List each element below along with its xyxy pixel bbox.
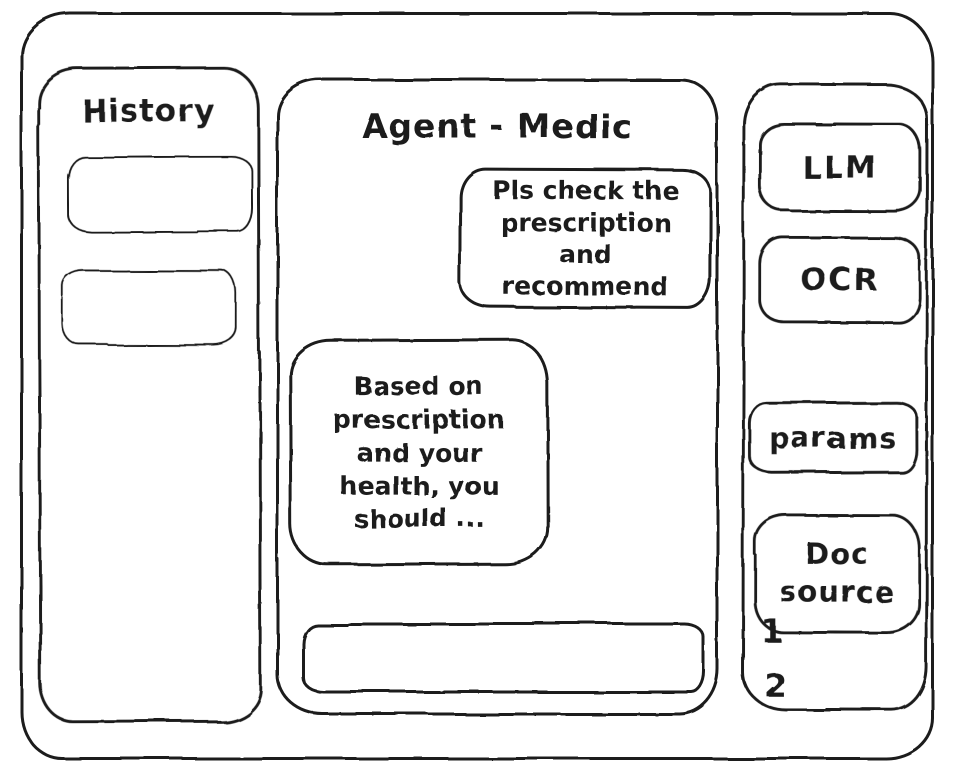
ocr-button[interactable]: OCR	[758, 235, 922, 325]
doc-source-item-1: 1	[760, 611, 783, 650]
history-panel: History	[37, 66, 262, 724]
params-button[interactable]: params	[747, 400, 919, 475]
user-message-bubble: Pls check the prescription and recommend	[458, 167, 713, 310]
app-window-frame: History Agent - Medic Pls check the pres…	[20, 12, 934, 760]
assistant-message-text: Based on prescription and your health, y…	[333, 371, 505, 534]
history-title: History	[81, 93, 216, 131]
chat-input[interactable]	[301, 623, 705, 693]
assistant-message-bubble: Based on prescription and your health, y…	[288, 338, 550, 567]
history-item[interactable]	[61, 269, 238, 347]
history-item[interactable]	[67, 155, 254, 234]
llm-button[interactable]: LLM	[758, 122, 922, 213]
tools-panel: LLM OCR params Doc source 1 2	[741, 82, 929, 712]
chat-title: Agent - Medic	[362, 107, 633, 146]
doc-source-item-2: 2	[763, 665, 786, 704]
user-message-text: Pls check the prescription and recommend	[492, 175, 680, 301]
chat-panel: Agent - Medic Pls check the prescription…	[276, 78, 719, 715]
